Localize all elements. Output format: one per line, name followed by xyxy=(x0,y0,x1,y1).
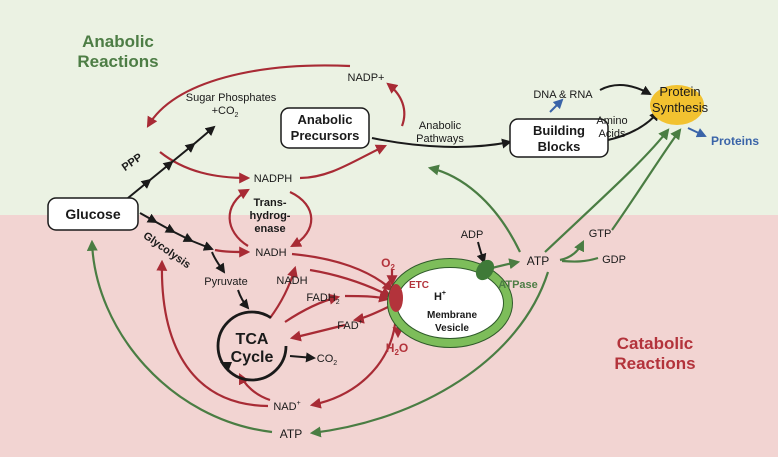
building-blocks-box xyxy=(509,118,609,158)
nadp-loop-arrow xyxy=(146,64,351,128)
protein-synthesis-line1: Protein xyxy=(659,84,700,99)
gdp-label: GDP xyxy=(602,254,626,266)
precursors-to-nadp-arrow xyxy=(386,82,406,127)
transhydrogenase-line3: enase xyxy=(254,223,285,235)
proteins-label: Proteins xyxy=(711,134,759,148)
anabolic-precursors-box xyxy=(280,107,370,149)
nadph-label: NADPH xyxy=(254,173,293,185)
atpase-label: ATPase xyxy=(498,279,538,291)
etc-to-fad-arrow xyxy=(352,305,391,324)
atp-bottom-label: ATP xyxy=(280,427,302,441)
protein-synthesis-line2: Synthesis xyxy=(652,100,709,115)
tca-to-fadh2-arrow xyxy=(284,293,341,323)
fadh2-label: FADH2 xyxy=(306,292,339,306)
pyruvate-label: Pyruvate xyxy=(204,276,247,288)
nadh-to-etc-arrow xyxy=(291,252,394,292)
anabolic-title-line2: Reactions xyxy=(77,52,158,71)
building-blocks-line2: Blocks xyxy=(538,139,581,154)
transhydrogenase-right-arrow xyxy=(289,191,313,248)
nad-plus-label: NAD+ xyxy=(273,400,300,413)
glucose-box xyxy=(47,197,139,231)
etc-complex xyxy=(389,284,403,312)
amino-acids-line1: Amino xyxy=(596,115,627,127)
transhydrogenase-line1: Trans- xyxy=(253,197,286,209)
anabolic-precursors-line2: Precursors xyxy=(291,128,360,143)
energy-arrows xyxy=(86,128,682,438)
adp-label: ADP xyxy=(461,229,484,241)
h2o-label: H2O xyxy=(386,341,408,357)
membrane-vesicle-line1: Membrane xyxy=(427,310,477,321)
h-plus-label: H+ xyxy=(434,290,446,303)
membrane-vesicle-line2: Vesicle xyxy=(435,323,469,334)
nadph-to-precursors-arrow xyxy=(299,144,387,180)
transhydrogenase-left-arrow xyxy=(228,188,250,247)
tca-line1: TCA xyxy=(236,331,269,348)
nadh-tca-label: NADH xyxy=(276,275,307,287)
nadh-top-label: NADH xyxy=(255,247,286,259)
anabolic-pathways-arrow xyxy=(371,137,512,149)
fad-to-tca-arrow xyxy=(289,323,346,342)
tca-cycle-arrowhead xyxy=(220,362,232,372)
anabolic-precursors-line1: Anabolic xyxy=(298,112,353,127)
catabolic-title-line2: Reactions xyxy=(614,354,695,373)
dna-rna-label: DNA & RNA xyxy=(533,89,593,101)
fadh2-to-etc-arrow xyxy=(344,291,391,303)
anabolic-pathways-line1: Anabolic xyxy=(419,120,462,132)
sugar-phosphates-label: Sugar Phosphates xyxy=(186,92,277,104)
protein-synthesis-blob xyxy=(650,85,704,125)
catabolic-title-line1: Catabolic xyxy=(617,334,694,353)
tca-to-nadh-arrow xyxy=(269,265,298,319)
nadp-plus-label: NADP+ xyxy=(348,72,385,84)
amino-acids-line2: Acids xyxy=(599,128,626,140)
transhydrogenase-line2: hydrog- xyxy=(250,210,291,222)
gtp-label: GTP xyxy=(589,228,612,240)
co2-tca-label: CO2 xyxy=(317,353,338,367)
building-blocks-line1: Building xyxy=(533,123,585,138)
glucose-label: Glucose xyxy=(65,206,120,222)
membrane-vesicle-outline xyxy=(387,258,513,348)
sugar-co2-label: +CO2 xyxy=(212,105,239,119)
glycolysis-nadh-arrow xyxy=(214,246,251,258)
atpase-complex xyxy=(475,259,495,281)
nad-to-glycolysis-arrow xyxy=(156,259,269,408)
anabolic-region xyxy=(0,0,778,215)
o2-label: O2 xyxy=(381,256,395,272)
tca-line2: Cycle xyxy=(231,349,274,366)
anabolic-pathways-line2: Pathways xyxy=(416,133,464,145)
ppp-to-nadph-arrow xyxy=(159,151,251,184)
etc-label: ETC xyxy=(409,280,429,291)
tca-cycle-ring xyxy=(216,310,288,382)
output-arrows xyxy=(549,98,707,138)
fad-plus-label: FAD+ xyxy=(337,319,363,332)
atp-right-label: ATP xyxy=(527,254,549,268)
anabolic-title-line1: Anabolic xyxy=(82,32,154,51)
